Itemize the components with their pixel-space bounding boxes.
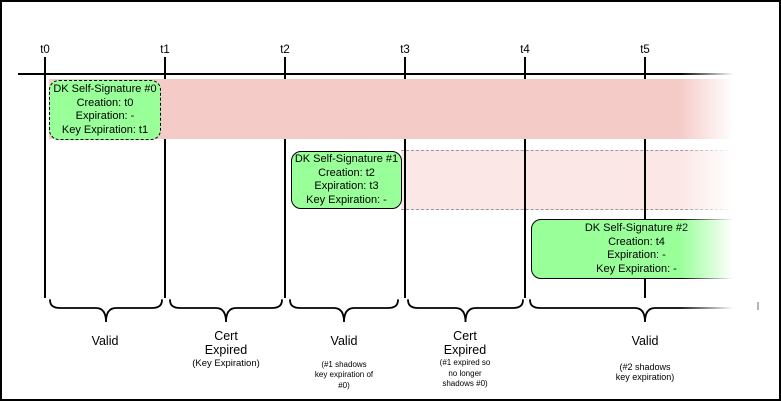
signature-expiration: Expiration: -	[607, 249, 666, 261]
period-label-cert-expired-1: Cert Expired (Key Expiration)	[192, 329, 260, 369]
tick-label-t1: t1	[160, 44, 170, 56]
brace-period-1	[169, 299, 283, 323]
tick-label-t5: t5	[640, 44, 650, 56]
signature-box-1: DK Self-Signature #1 Creation: t2 Expira…	[291, 151, 402, 209]
signature-box-0: DK Self-Signature #0 Creation: t0 Expira…	[49, 80, 161, 140]
signature-expiration: Expiration: t3	[314, 180, 379, 192]
tick-line-t5	[644, 57, 646, 298]
brace-period-2	[289, 299, 399, 323]
tick-label-t2: t2	[280, 44, 290, 56]
brace-period-3	[407, 299, 524, 323]
period-title: Cert Expired	[443, 329, 487, 357]
period-title: Cert Expired	[204, 329, 248, 357]
timeline-axis	[18, 73, 757, 75]
signature-key-expiration: Key Expiration: -	[306, 193, 387, 206]
period-title: Valid	[631, 334, 659, 348]
tick-line-t3	[404, 57, 406, 298]
tick-line-t2	[284, 57, 286, 298]
period-caption: (#1 expired so no longer shadows #0)	[439, 358, 491, 388]
brace-period-0	[49, 299, 163, 323]
signature-title: DK Self-Signature #1	[294, 153, 399, 165]
period-caption: (Key Expiration)	[192, 358, 260, 369]
period-caption: (#2 shadows key expiration)	[615, 361, 675, 383]
period-label-valid-0: Valid	[91, 334, 119, 349]
period-title: Valid	[330, 334, 358, 348]
signature-creation: Creation: t2	[318, 166, 375, 179]
right-fade-overlay	[680, 3, 777, 395]
period-label-cert-expired-3: Cert Expired (#1 expired so no longer sh…	[439, 329, 491, 390]
signature-title: DK Self-Signature #2	[584, 222, 689, 234]
tick-label-t0: t0	[40, 44, 50, 56]
signature-creation: Creation: t4	[608, 235, 665, 248]
tick-line-t4	[524, 57, 526, 298]
tick-line-t0	[44, 57, 46, 298]
faded-brace-end-mark	[757, 302, 759, 310]
expired-band-strong	[49, 79, 758, 139]
period-label-valid-2: Valid (#1 shadows key expiration of #0)	[314, 334, 374, 391]
signature-creation: Creation: t0	[76, 96, 134, 109]
period-caption: (#1 shadows key expiration of #0)	[314, 359, 374, 390]
period-label-valid-4: Valid (#2 shadows key expiration)	[615, 334, 675, 383]
tick-label-t3: t3	[400, 44, 410, 56]
tick-label-t4: t4	[520, 44, 530, 56]
signature-key-expiration: Key Expiration: t1	[61, 123, 149, 136]
signature-expiration: Expiration: -	[75, 110, 135, 122]
period-title: Valid	[91, 334, 119, 348]
signature-key-expiration: Key Expiration: -	[596, 262, 677, 275]
tick-line-t1	[164, 57, 166, 298]
signature-title: DK Self-Signature #0	[53, 83, 157, 95]
